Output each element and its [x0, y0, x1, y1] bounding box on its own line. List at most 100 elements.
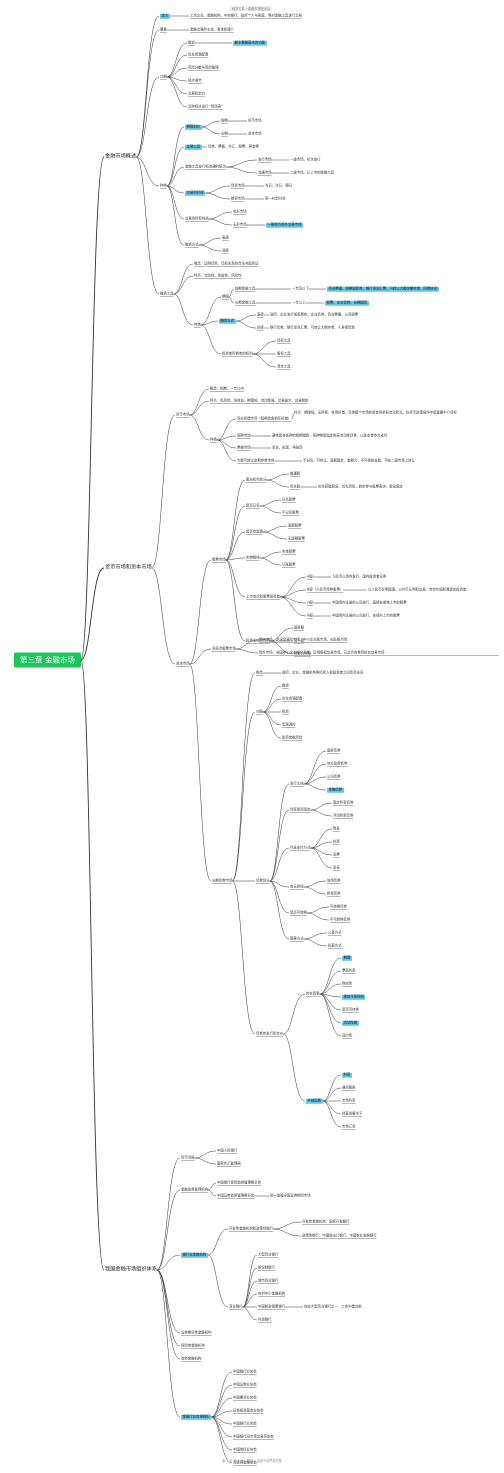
mind-map-node: 国家债券 — [327, 748, 341, 753]
connector-line — [200, 324, 222, 355]
connector-line — [228, 288, 235, 298]
connector-line — [303, 776, 327, 785]
mind-map-node: 融资方式 — [219, 318, 236, 324]
mind-map-node: 优先股 — [290, 484, 301, 489]
connector-line — [283, 993, 306, 1035]
connector-line — [207, 1228, 229, 1256]
mind-map-node: 法人股 — [294, 638, 305, 643]
mind-map-node: 金融监督管理机构 — [181, 1187, 209, 1192]
mind-map-node: 投资 — [282, 709, 289, 714]
connector-line — [319, 970, 342, 995]
connector-line — [273, 1221, 302, 1230]
mind-map-node: 无形市场 — [233, 222, 247, 227]
connector-line — [207, 1254, 229, 1308]
mind-map-node: 外部因素 — [306, 1098, 323, 1104]
connector-line — [303, 880, 327, 888]
connector-line — [156, 1269, 181, 1347]
mind-map-node: 交易和定价 — [188, 91, 205, 96]
connector-line — [225, 559, 246, 642]
connector-line — [166, 126, 185, 187]
connector-line — [166, 166, 185, 187]
connector-line — [232, 880, 256, 1035]
connector-line — [189, 663, 212, 882]
mind-map-node: 发行市场 — [258, 157, 272, 162]
connector-line — [136, 76, 160, 158]
connector-line — [242, 1267, 258, 1308]
connector-line — [269, 783, 290, 882]
mind-map-node: 股份制银行 — [258, 1265, 275, 1270]
mind-map-node: 直接 — [222, 235, 229, 240]
connector-line — [211, 1416, 233, 1451]
connector-line — [279, 576, 307, 598]
mind-map-node: 国家外汇管理局 — [217, 1161, 241, 1166]
connector-line — [262, 711, 282, 726]
mind-map-node: 债权工具 — [277, 338, 291, 343]
connector-line — [269, 640, 294, 655]
mind-map-node: 种类 — [194, 322, 201, 327]
mind-map-node: 中国邮政储蓄银行 — [258, 1304, 286, 1309]
connector-line — [269, 880, 290, 888]
mind-map-node: 农村中小金融机构 — [258, 1291, 286, 1296]
connector-line — [266, 479, 290, 488]
connector-line — [291, 412, 294, 420]
connector-line — [156, 1269, 181, 1334]
mind-map-node: 利率是否固定 — [290, 807, 311, 812]
mind-map-node: 记账股票 — [282, 562, 296, 567]
connector-line — [225, 559, 246, 598]
mind-map-node: 期限 — [222, 294, 229, 299]
mind-map-node: 一般称为场外交易市场 — [266, 222, 303, 228]
footer-text: 第 2 页 共 2 页 · 整理：金融市场思维导图 — [222, 1459, 282, 1463]
mind-map-node: 外资银行 — [258, 1317, 272, 1322]
mind-map-node: 通常是有抵押的短期借款，抵押物是指定的高流动性债券，以其本金作为支付 — [272, 433, 388, 438]
connector-line — [252, 340, 277, 355]
mind-map-node: 短期金融工具 — [235, 286, 256, 291]
connector-line — [211, 1410, 233, 1418]
connector-line — [242, 1280, 258, 1308]
mind-map-node: 一年及以下 — [292, 286, 309, 291]
mind-map-node: 回购市场 — [237, 433, 251, 438]
mind-map-node: 股东权利划分 — [246, 477, 267, 482]
mind-map-node: 流动性差 — [342, 1020, 359, 1026]
connector-line — [303, 932, 328, 940]
mind-map-node: 政府、企业、金融机构等债务人和投资者之间债务关系 — [282, 670, 364, 675]
connector-line — [259, 499, 282, 507]
mind-map-node: 实体股票 — [282, 549, 296, 554]
mind-map-node: 中国人民银行 — [217, 1148, 238, 1153]
connector-line — [225, 479, 246, 561]
mind-map-node: 间接 — [222, 248, 229, 253]
mind-map-node: 中国银行间市场交易商协会 — [233, 1434, 274, 1439]
mind-map-node: 同业拆借市场（短期资金相互拆借） — [237, 416, 292, 421]
connector-line — [310, 809, 333, 817]
connector-line — [310, 841, 333, 849]
mind-map-node: 货币当局 — [181, 1155, 195, 1160]
mind-map-node: 政府、企业发行或签署的：企业债券、商业票据、公司股票 — [270, 312, 359, 317]
mind-map-node: 融资 — [188, 40, 195, 45]
connector-line — [322, 1100, 342, 1115]
mind-map-node: 大型商业银行 — [258, 1252, 279, 1257]
connector-line — [252, 353, 277, 368]
mind-map-node: 资本市场 — [248, 131, 262, 136]
mind-map-node: 国家股 — [294, 625, 305, 630]
mind-map-node: 工商企业、金融机构、中央银行、政府个人与家庭，等对金融工具进行交易 — [190, 13, 302, 18]
mind-map-node: 防范金融风险 — [282, 735, 303, 740]
mind-map-node: 信用债券 — [327, 878, 341, 883]
mind-map-node: 不记名、可转让、面额固定、金额大、不可提前支取，可在二级市场上转让 — [303, 458, 415, 463]
mind-map-node: 期限 — [342, 955, 352, 961]
mind-map-node: 是否可转换 — [290, 910, 307, 915]
mind-map-node: 统一监管全国证券期货市场 — [270, 1193, 311, 1198]
mind-map-node: 在较大型商业银行之一，工农中建交邮 — [304, 1304, 362, 1309]
connector-line — [262, 711, 282, 739]
connector-line — [232, 672, 256, 882]
connector-line — [306, 912, 330, 921]
connector-line — [198, 244, 222, 252]
mind-map-node: 功能 — [160, 74, 167, 79]
connector-line — [135, 15, 160, 158]
connector-line — [303, 886, 327, 895]
mind-map-node: 开发性金融机构：国家开发银行 — [302, 1219, 350, 1224]
mind-map-node: 证券期货类金融机构 — [181, 1330, 212, 1335]
mind-map-node: 有无担保 — [290, 884, 304, 889]
connector-line — [166, 54, 188, 78]
connector-line — [204, 192, 231, 200]
connector-line — [166, 185, 185, 220]
connector-line — [303, 938, 328, 947]
